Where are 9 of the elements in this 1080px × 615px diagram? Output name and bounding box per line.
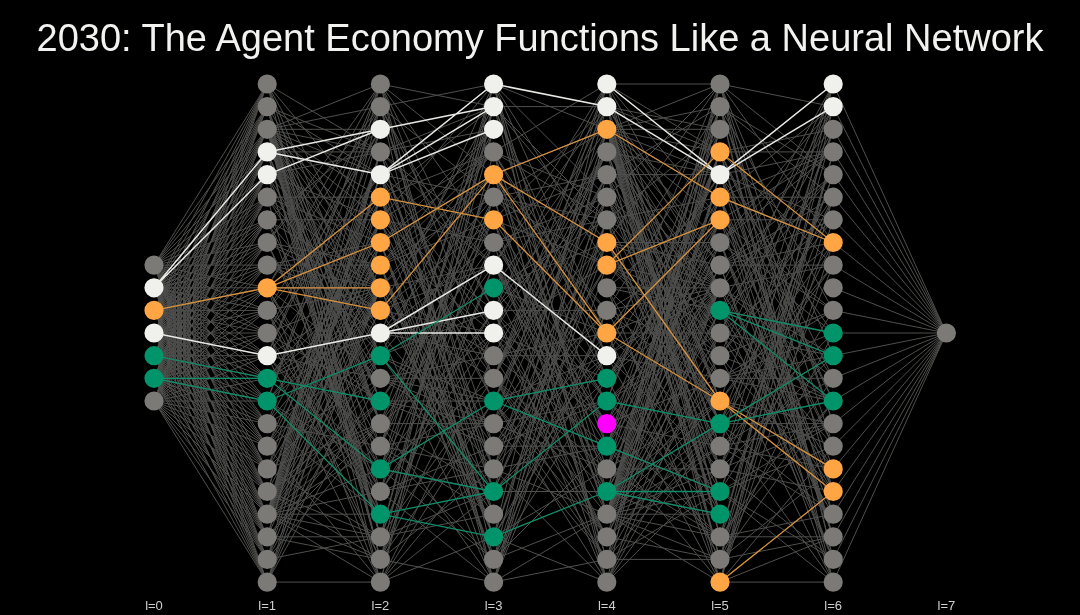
- layer-label: l=4: [597, 598, 616, 613]
- layer-label: l=3: [484, 598, 503, 613]
- layer-label: l=2: [371, 598, 390, 613]
- layer-label: l=7: [937, 598, 956, 613]
- layer-label: l=1: [258, 598, 277, 613]
- title: 2030: The Agent Economy Functions Like a Neural Network: [36, 17, 1044, 59]
- layer-label: l=6: [824, 598, 843, 613]
- layer-label: l=0: [145, 598, 163, 613]
- layer-label: l=5: [711, 598, 729, 613]
